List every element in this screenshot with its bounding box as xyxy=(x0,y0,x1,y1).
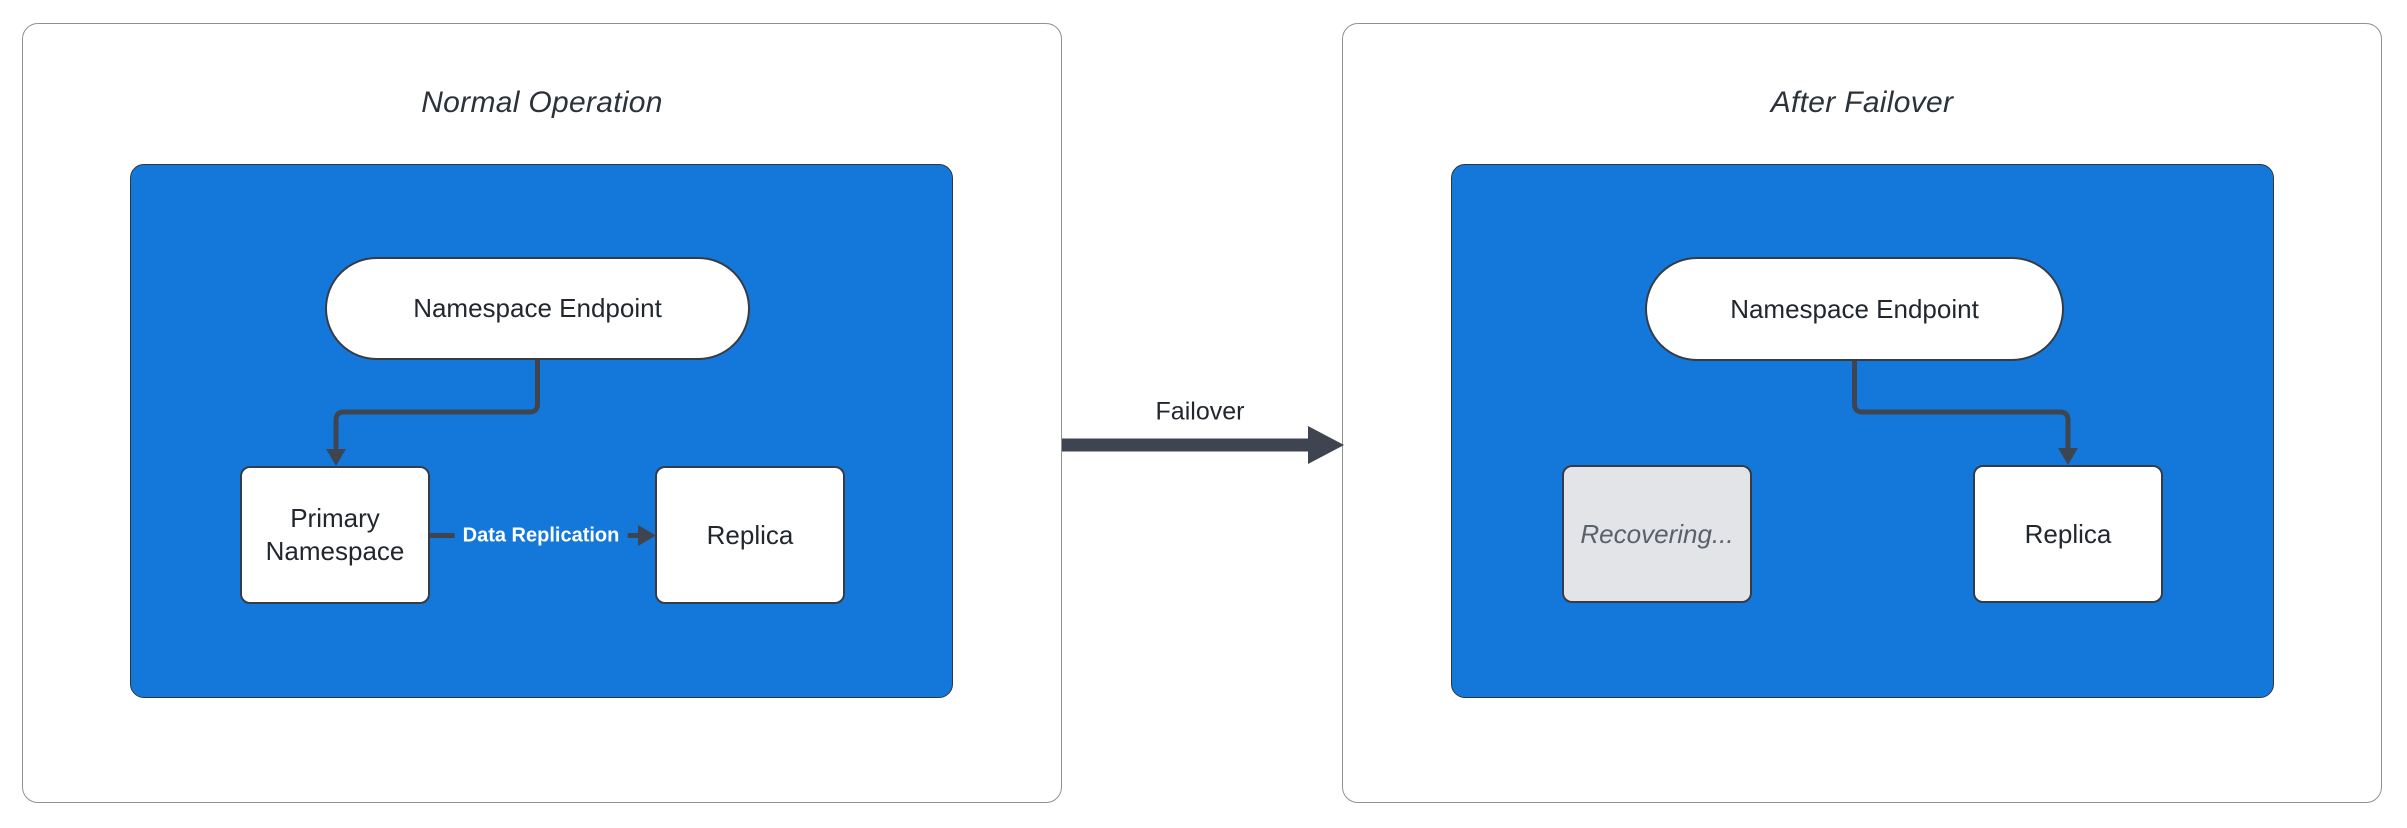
node-label: Recovering... xyxy=(1580,518,1734,549)
edge-endpoint-to-primary xyxy=(333,360,540,450)
node-replica-left: Replica xyxy=(655,466,845,604)
node-label: Namespace Endpoint xyxy=(413,293,662,323)
node-namespace-endpoint-left: Namespace Endpoint xyxy=(325,257,750,360)
node-label: Replica xyxy=(706,519,794,550)
node-label: Replica xyxy=(2024,518,2112,549)
panel-title-normal-operation: Normal Operation xyxy=(421,86,663,119)
node-recovering: Recovering... xyxy=(1562,465,1752,603)
edge-endpoint-to-replica xyxy=(1852,361,2071,449)
failover-arrowhead-icon xyxy=(1308,426,1344,464)
edge-data-replication-arrowhead-icon xyxy=(638,525,656,546)
node-label: Namespace Endpoint xyxy=(1730,293,1979,324)
edge-label-failover: Failover xyxy=(1155,397,1245,426)
panel-title-after-failover: After Failover xyxy=(1770,86,1954,119)
node-primary-namespace: Primary Namespace xyxy=(240,466,430,604)
node-namespace-endpoint-right: Namespace Endpoint xyxy=(1645,257,2064,361)
namespace-container-left xyxy=(130,164,953,698)
edge-endpoint-to-primary-arrowhead-icon xyxy=(326,449,346,466)
edge-label-data-replication: Data Replication xyxy=(454,521,628,551)
edge-endpoint-to-replica-arrowhead-icon xyxy=(2058,448,2078,465)
node-label: Primary Namespace xyxy=(265,503,405,566)
node-replica-right: Replica xyxy=(1973,465,2163,603)
namespace-container-right xyxy=(1451,164,2274,698)
